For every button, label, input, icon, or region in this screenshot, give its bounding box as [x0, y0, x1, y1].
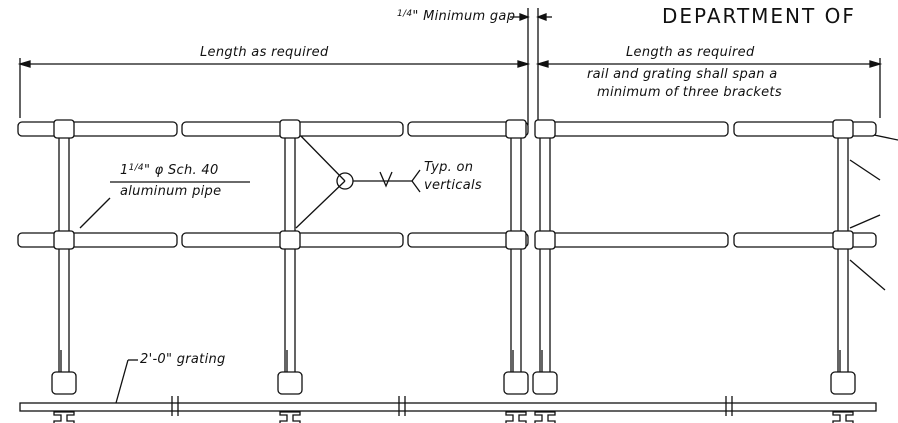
pipe-size-whole: 1: [120, 163, 129, 178]
length-label-left: Length as required: [200, 45, 329, 60]
weld-symbol: [295, 130, 421, 229]
rail-fitting-mid: [832, 230, 854, 250]
support-beam: [505, 411, 527, 423]
gap-text: " Minimum gap: [412, 9, 516, 24]
gap-fraction: 1/4: [397, 9, 413, 19]
support-beam: [279, 411, 301, 423]
mid-rail-segment: [733, 232, 877, 248]
support-beam: [53, 411, 75, 423]
mid-rail-segment: [17, 232, 178, 248]
top-rail-segment: [733, 121, 877, 137]
pipe-size-label: 11/4" φ Sch. 40: [120, 164, 219, 178]
gap-label: 1/4" Minimum gap: [397, 10, 515, 24]
pipe-size-rest: " φ Sch. 40: [143, 163, 219, 178]
top-rail-segment: [17, 121, 178, 137]
bracket-clamp: [51, 371, 77, 395]
span-note-line1: rail and grating shall span a: [587, 67, 778, 82]
rail-fitting-mid: [505, 230, 527, 250]
top-rail-segment: [407, 121, 529, 137]
bracket-clamp: [503, 371, 529, 395]
top-rail-segment: [537, 121, 729, 137]
arrow-left-end: [517, 60, 531, 68]
rail-fitting-mid: [53, 230, 75, 250]
post: [58, 127, 70, 389]
post: [837, 127, 849, 389]
weld-note-line2: verticals: [424, 178, 482, 193]
span-note-line2: minimum of three brackets: [597, 85, 782, 100]
length-label-right: Length as required: [626, 45, 755, 60]
arrow-right-start: [535, 60, 549, 68]
post: [284, 127, 296, 389]
arrow-left-start: [17, 60, 31, 68]
post: [539, 127, 551, 389]
bracket-clamp: [277, 371, 303, 395]
support-beam: [534, 411, 556, 423]
rail-fitting-mid: [534, 230, 556, 250]
weld-note-line1: Typ. on: [424, 160, 474, 175]
rail-fitting-top: [279, 119, 301, 139]
mid-rail-segment: [407, 232, 529, 248]
grating-bar: [19, 402, 877, 412]
grating-break-marks: [171, 396, 733, 416]
pipe-material-label: aluminum pipe: [120, 184, 222, 199]
mid-rail-segment: [537, 232, 729, 248]
grating-label: 2'-0" grating: [140, 352, 226, 367]
bracket-clamp: [830, 371, 856, 395]
rail-fitting-top: [534, 119, 556, 139]
rail-fitting-mid: [279, 230, 301, 250]
department-title: DEPARTMENT OF: [662, 4, 856, 28]
pipe-size-fraction: 1/4: [128, 163, 144, 173]
arrow-right-end: [869, 60, 883, 68]
grating-leader: [115, 359, 129, 404]
rail-fitting-top: [505, 119, 527, 139]
post: [510, 127, 522, 389]
support-beam: [832, 411, 854, 423]
rail-fitting-top: [832, 119, 854, 139]
bracket-clamp: [532, 371, 558, 395]
rail-fitting-top: [53, 119, 75, 139]
